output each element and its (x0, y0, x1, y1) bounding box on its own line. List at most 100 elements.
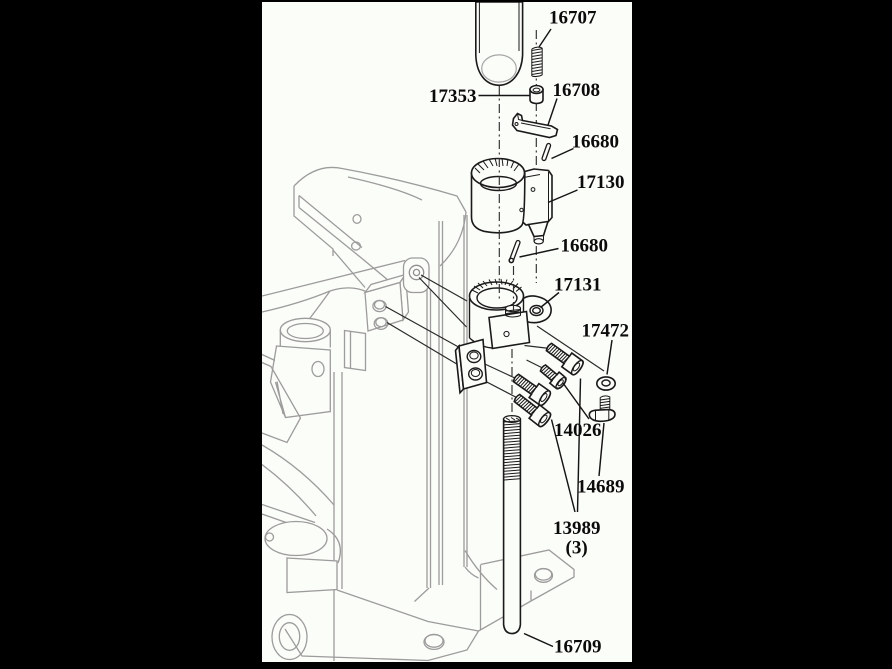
frame-hole-upper (352, 213, 362, 225)
leader-17131 (540, 291, 560, 309)
collar-bore (476, 287, 518, 309)
exploded-parts-diagram: 16707 17353 16708 16680 17130 16680 1713… (262, 2, 632, 662)
frame-column-left (333, 372, 343, 661)
part-label-16708: 16708 (553, 80, 601, 101)
frame-boss-hole (408, 264, 425, 281)
part-label-16709: 16709 (554, 637, 602, 658)
leader-14689 (598, 422, 605, 477)
pin-16680-upper (541, 142, 552, 162)
leader-16709 (523, 632, 554, 648)
part-label-16680-upper: 16680 (572, 132, 620, 153)
frame-head-slot (298, 194, 363, 260)
screw-shank-fill (600, 396, 610, 412)
frame-head-left (293, 186, 334, 256)
part-label-17131: 17131 (554, 275, 602, 296)
frame-block-hole-1-inner (373, 299, 386, 310)
screw-13989-3 (513, 393, 552, 428)
collar-rim-hatching (471, 278, 522, 294)
part-label-14026: 14026 (554, 420, 602, 441)
housing-cup-bore (479, 175, 518, 192)
screw-socket (540, 414, 548, 424)
base-leg (286, 557, 338, 594)
tube-outline (475, 2, 524, 87)
plate-hole-2-inner (470, 369, 481, 377)
housing-hole (530, 187, 536, 192)
screw-socket (557, 379, 564, 387)
housing-tip (533, 238, 544, 245)
screw-head-facets (595, 409, 610, 421)
frame-head-right (439, 211, 467, 267)
base-boss-hole (264, 532, 275, 542)
spring-16707 (531, 46, 543, 78)
pin-16680-lower (508, 239, 521, 264)
screw-13989-2 (512, 373, 552, 407)
rod-16709 (502, 414, 522, 635)
rod-threads (503, 420, 521, 481)
leader-16708 (547, 98, 558, 126)
frame-lower-curves (262, 444, 335, 517)
leader-lines (478, 28, 613, 648)
slide-plate (454, 338, 488, 395)
clamp-tab (343, 329, 367, 372)
collar-body-edges (468, 298, 527, 349)
washer-inner (601, 379, 611, 387)
clamp-block (269, 345, 331, 419)
part-label-17353: 17353 (429, 86, 477, 107)
lever-16708 (511, 112, 559, 139)
screw-threads (540, 365, 560, 384)
leader-14026 (562, 382, 590, 420)
pin-fill (510, 241, 520, 262)
rod-body (502, 418, 522, 635)
tube-bore (481, 54, 517, 83)
frame-arm-top (262, 259, 406, 297)
tube-inner-walls (478, 2, 520, 53)
plate-front (458, 338, 488, 391)
collar-front-plate (488, 310, 531, 350)
callout-labels: 16707 17353 16708 16680 17130 16680 1713… (429, 8, 629, 658)
base-ring-inner (278, 622, 301, 651)
leader-16680-upper (551, 147, 574, 160)
part-label-13989-qty: (3) (566, 538, 588, 559)
part-label-17130: 17130 (577, 172, 625, 193)
leader-16707 (538, 28, 552, 48)
screw-13989-1 (545, 342, 584, 376)
base-boss (264, 520, 328, 557)
collar-plate-hole (503, 330, 510, 338)
screw-threads (599, 395, 611, 412)
frame-column (426, 215, 468, 588)
washer-17472 (595, 376, 616, 391)
screw-threads (514, 395, 540, 419)
part-label-16707: 16707 (549, 8, 597, 29)
housing-dot (519, 207, 524, 213)
part-label-16680-lower: 16680 (561, 236, 609, 257)
clamp-cylinder-bore (286, 322, 324, 340)
clamp-lower-wedge (262, 353, 302, 444)
plate-hole-1 (466, 349, 482, 364)
collar-17131 (468, 278, 552, 350)
lever-hole (514, 122, 519, 126)
press-frame (262, 166, 575, 662)
part-label-17472: 17472 (582, 321, 630, 342)
assembly-lines (385, 274, 605, 400)
screw-14689 (588, 395, 616, 423)
hole-alignment-lines (385, 305, 469, 372)
collar-ear-hole (529, 304, 544, 317)
slide-housing-17130 (470, 157, 553, 245)
plug-top-recess (532, 87, 541, 93)
clamp-block-facets (274, 381, 287, 418)
plug-17353 (529, 84, 544, 105)
housing-cup-rim (470, 157, 526, 189)
boss-alignment-lines (418, 274, 468, 328)
part-label-13989: 13989 (553, 518, 601, 539)
frame-head-top (293, 166, 467, 213)
screw-threads (546, 344, 573, 368)
part-label-14689: 14689 (577, 477, 625, 498)
frame-block-hole-2-inner (375, 317, 387, 328)
collar-ear-hole-inner (532, 307, 542, 315)
base-hole-front-inner (424, 633, 444, 648)
frame-neck (332, 249, 392, 288)
screw-14026 (539, 364, 567, 390)
spring-coils (531, 46, 543, 78)
leader-17472 (606, 339, 613, 375)
